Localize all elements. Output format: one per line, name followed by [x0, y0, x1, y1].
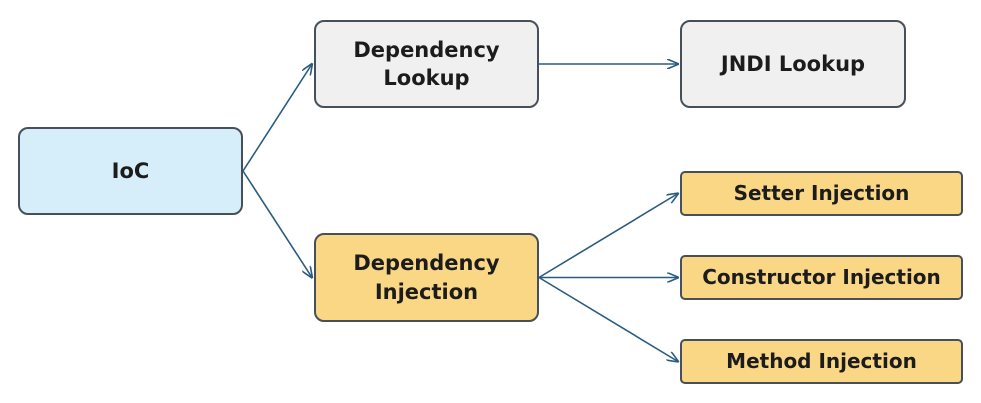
dependency-injection-node: Dependency Injection — [314, 233, 539, 322]
ioc-node: IoC — [18, 127, 243, 215]
setter-injection-node: Setter Injection — [680, 171, 963, 216]
constructor-injection-node: Constructor Injection — [680, 255, 963, 300]
method-injection-node: Method Injection — [680, 339, 963, 384]
arrow-dependency-injection-to-setter-injection — [538, 194, 678, 279]
arrow-dependency-injection-to-method-injection — [538, 276, 678, 362]
dependency-lookup-node: Dependency Lookup — [314, 20, 539, 108]
jndi-lookup-node: JNDI Lookup — [680, 20, 906, 108]
arrow-ioc-to-dependency-injection — [242, 170, 312, 278]
arrow-ioc-to-dependency-lookup — [242, 64, 312, 172]
